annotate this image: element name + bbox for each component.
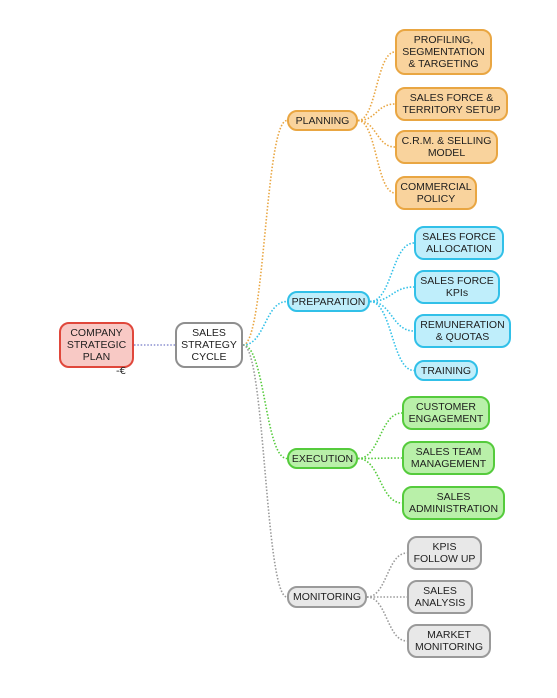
monitoring-connector [242,344,288,598]
commercial-policy-node[interactable]: COMMERCIAL POLICY [395,176,477,210]
sales-force-allocation-node[interactable]: SALES FORCE ALLOCATION [414,226,504,260]
collapse-icon[interactable]: -€ [116,366,126,377]
monitoring-node[interactable]: MONITORING [287,586,367,608]
preparation-node[interactable]: PREPARATION [287,291,370,312]
execution-child-connector [357,457,403,504]
monitoring-child-connector [366,596,408,642]
preparation-child-connector [369,242,415,303]
execution-child-connector [357,412,403,460]
sales-team-management-node[interactable]: SALES TEAM MANAGEMENT [402,441,495,475]
planning-child-connector [357,103,396,122]
training-node[interactable]: TRAINING [414,360,478,381]
execution-child-connector [357,457,403,460]
preparation-child-connector [369,286,415,303]
sales-force-kpis-node[interactable]: SALES FORCE KPIs [414,270,500,304]
sales-analysis-node[interactable]: SALES ANALYSIS [407,580,473,614]
sales-administration-node[interactable]: SALES ADMINISTRATION [402,486,505,520]
preparation-child-connector [369,300,415,372]
crm-selling-model-node[interactable]: C.R.M. & SELLING MODEL [395,130,498,164]
customer-engagement-node[interactable]: CUSTOMER ENGAGEMENT [402,396,490,430]
planning-child-connector [357,51,396,122]
sales-force-territory-setup-node[interactable]: SALES FORCE & TERRITORY SETUP [395,87,508,121]
execution-node[interactable]: EXECUTION [287,448,358,469]
preparation-child-connector [369,300,415,332]
company-strategic-plan-node[interactable]: COMPANY STRATEGIC PLAN [59,322,134,368]
execution-connector [242,344,288,460]
monitoring-child-connector [366,552,408,598]
preparation-connector [242,300,288,346]
planning-node[interactable]: PLANNING [287,110,358,131]
market-monitoring-node[interactable]: MARKET MONITORING [407,624,491,658]
planning-connector [242,119,288,346]
remuneration-quotas-node[interactable]: REMUNERATION & QUOTAS [414,314,511,348]
sales-strategy-cycle-node[interactable]: SALES STRATEGY CYCLE [175,322,243,368]
planning-child-connector [357,119,396,194]
kpis-follow-up-node[interactable]: KPIS FOLLOW UP [407,536,482,570]
planning-child-connector [357,119,396,148]
profiling-segmentation-targeting-node[interactable]: PROFILING, SEGMENTATION & TARGETING [395,29,492,75]
